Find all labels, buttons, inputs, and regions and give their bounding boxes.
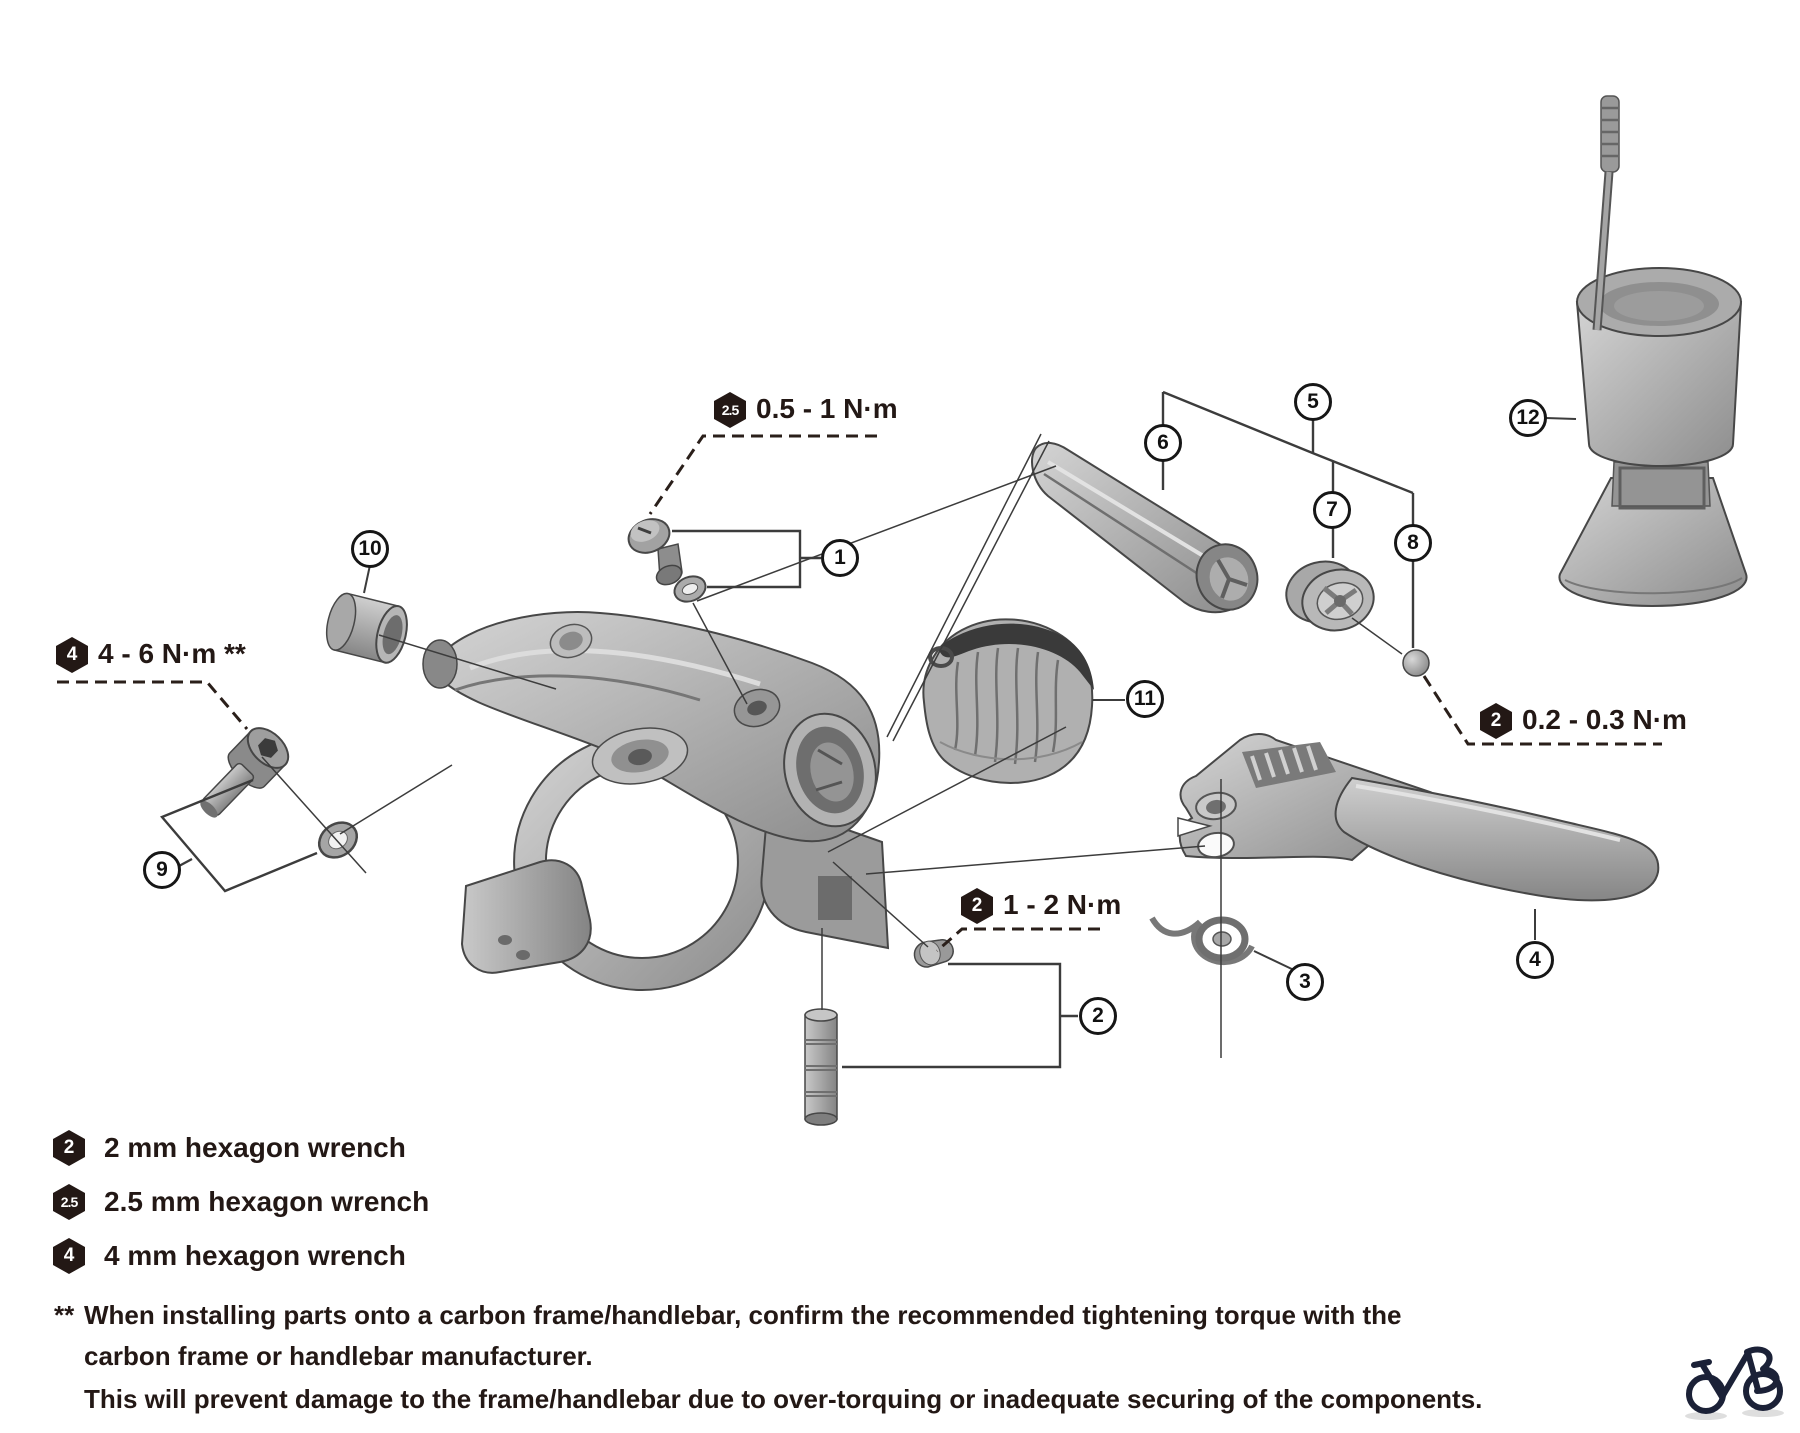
- torque-dashed-lines: [57, 434, 1662, 953]
- torque-value: 0.5 - 1 N·m: [756, 393, 898, 424]
- part-callout-10: 10: [351, 530, 389, 568]
- footnote-line-1: When installing parts onto a carbon fram…: [84, 1300, 1402, 1330]
- part-callout-1: 1: [821, 539, 859, 577]
- washer-part1: [673, 575, 707, 603]
- legend-label: 4 mm hexagon wrench: [104, 1240, 406, 1271]
- legend-label: 2 mm hexagon wrench: [104, 1132, 406, 1163]
- torque-value: 1 - 2 N·m: [1003, 889, 1122, 920]
- part-callout-5: 5: [1294, 383, 1332, 421]
- ball-end-part8: [1402, 649, 1430, 677]
- lever-blade-part4: [1177, 733, 1660, 902]
- footnote-line-3: This will prevent damage to the frame/ha…: [84, 1384, 1483, 1414]
- part-callout-7: 7: [1313, 491, 1351, 529]
- footnote-marker: **: [54, 1300, 75, 1330]
- part-callout-2: 2: [1079, 997, 1117, 1035]
- part-callout-4: 4: [1516, 941, 1554, 979]
- part-callout-11: 11: [1126, 680, 1164, 718]
- torque-hex-2mm: 2: [1480, 703, 1512, 739]
- part-callout-6: 6: [1144, 424, 1182, 462]
- torque-value: 4 - 6 N·m **: [98, 638, 246, 669]
- grease-bottle-part12: [1558, 95, 1748, 608]
- adjuster-screw-part1: [627, 518, 683, 586]
- main-lever-body: [422, 611, 890, 991]
- adjuster-ring-part7: [1285, 560, 1375, 632]
- grip-cone-part6: [1031, 442, 1259, 614]
- bicycle-logo: [1685, 1346, 1784, 1420]
- axle-barrel-part2: [804, 1008, 838, 1126]
- part-callout-8: 8: [1394, 524, 1432, 562]
- part-callout-3: 3: [1286, 963, 1324, 1001]
- torque-value: 0.2 - 0.3 N·m: [1522, 704, 1687, 735]
- clamp-bolt-part9: [200, 727, 290, 818]
- part-callout-12: 12: [1509, 399, 1547, 437]
- footnote-line-2: carbon frame or handlebar manufacturer.: [84, 1341, 593, 1371]
- part-callout-9: 9: [143, 851, 181, 889]
- leader-lines: [160, 390, 1577, 1069]
- rubber-boot-part11: [922, 618, 1094, 784]
- bushing-part10: [325, 592, 408, 664]
- return-spring-part3: [1149, 916, 1255, 965]
- legend-label: 2.5 mm hexagon wrench: [104, 1186, 430, 1217]
